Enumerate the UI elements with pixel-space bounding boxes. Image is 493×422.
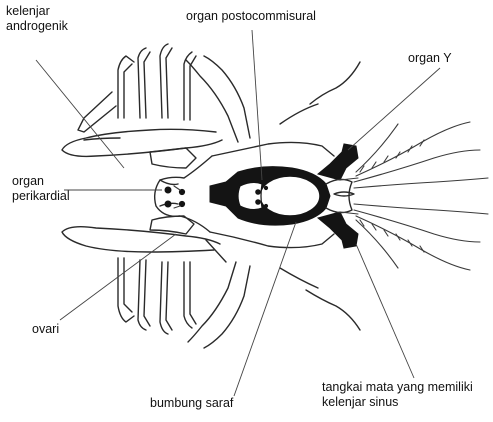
antennae xyxy=(354,122,488,270)
nerve-ring xyxy=(210,167,330,225)
label-bumbung-saraf: bumbung saraf xyxy=(150,396,233,411)
label-kelenjar-androgenik-line2: androgenik xyxy=(6,19,68,34)
lower-walking-legs xyxy=(118,258,196,334)
label-ovari: ovari xyxy=(32,322,59,337)
label-organ-y: organ Y xyxy=(408,51,452,66)
leader-tangkai-mata xyxy=(356,244,414,378)
label-organ-postocommisural: organ postocommisural xyxy=(186,9,316,24)
label-kelenjar-androgenik: kelenjar androgenik xyxy=(6,4,68,34)
label-kelenjar-androgenik-line1: kelenjar xyxy=(6,4,68,19)
label-organ-perikardial: organ perikardial xyxy=(12,174,70,204)
leader-organ-y xyxy=(348,68,440,150)
label-organ-perikardial-line2: perikardial xyxy=(12,189,70,204)
label-tangkai-mata: tangkai mata yang memiliki kelenjar sinu… xyxy=(322,380,473,410)
lower-claw xyxy=(62,216,250,348)
leader-organ-postocommisural xyxy=(252,30,262,180)
label-tangkai-mata-line1: tangkai mata yang memiliki xyxy=(322,380,473,395)
leader-bumbung-saraf xyxy=(234,222,296,396)
label-tangkai-mata-line2: kelenjar sinus xyxy=(322,395,473,410)
upper-walking-legs xyxy=(78,44,196,132)
leader-kelenjar-androgenik xyxy=(36,60,124,168)
label-organ-perikardial-line1: organ xyxy=(12,174,70,189)
